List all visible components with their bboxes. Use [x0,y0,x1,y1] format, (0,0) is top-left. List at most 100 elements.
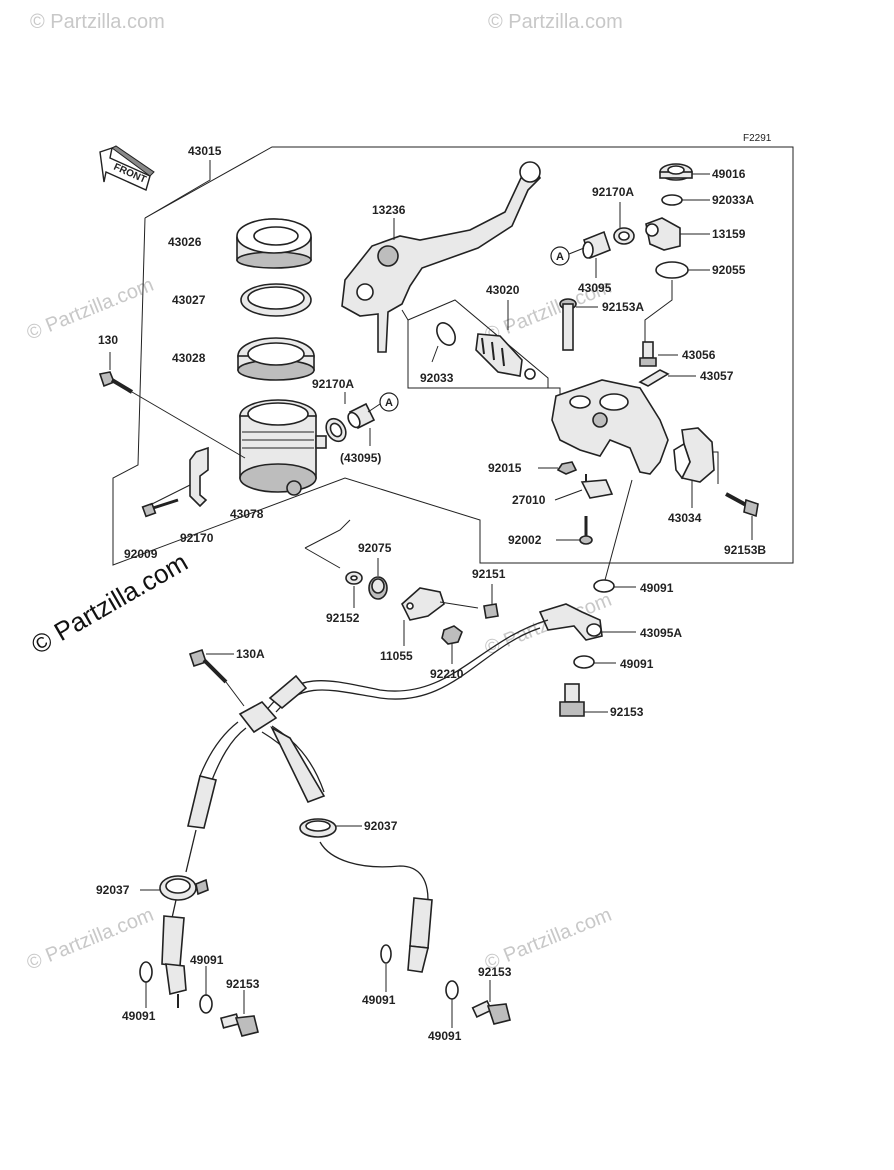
hose-clamp-92170A-right [613,227,635,245]
leader-92033 [431,345,439,363]
label-43026: 43026 [168,235,202,249]
cap-49016 [659,163,693,181]
leader-130A-to-joint [225,681,245,707]
nut-92210 [441,625,463,645]
diaphragm-plate-43027 [240,283,312,317]
watermark-bottom-right: © Partzilla.com [482,904,615,975]
bracket-11055 [401,587,445,621]
leader-92009-line [149,484,191,506]
bolt-92153A [559,298,577,351]
callout-A-right-text: A [556,251,564,263]
watermark-top-right: © Partzilla.com [488,11,623,33]
label-43027: 43027 [172,293,206,307]
label-92055: 92055 [712,263,746,277]
banjo-fitting-43095A [538,603,603,641]
label-92037-a: 92037 [96,883,130,897]
label-92033: 92033 [420,371,454,385]
hose-joint [238,674,308,734]
leader-92151-line [439,601,479,609]
screw-92002 [579,516,593,545]
reservoir-cap-43026 [236,218,312,269]
callout-A-left: A [379,392,399,412]
label-130A: 130A [236,647,265,661]
label-92170: 92170 [180,531,214,545]
brake-lever-13236 [341,161,541,353]
reservoir-tank-43078 [239,399,327,496]
callout-A-right: A [550,246,570,266]
label-11055: 11055 [380,649,413,663]
label-92015: 92015 [488,461,522,475]
leader-callout-A-right [568,247,585,255]
label-43095A: 43095A [640,626,682,640]
label-92153-c: 92153 [226,977,260,991]
label-92170A-right: 92170A [592,185,634,199]
snap-ring-92033 [436,322,456,346]
leader-27010 [554,489,583,501]
label-92075: 92075 [358,541,392,555]
clamp-43034 [673,427,715,483]
label-43020: 43020 [486,283,520,297]
label-92009: 92009 [124,547,158,561]
hose-43095-right [582,230,611,260]
leader-49091-body [604,479,633,581]
label-43028: 43028 [172,351,206,365]
label-27010: 27010 [512,493,546,507]
label-92153-b: 92153 [478,965,512,979]
left-hose-branch [211,727,247,781]
label-49091-b: 49091 [620,657,654,671]
label-49091-a: 49091 [640,581,674,595]
washer-49091-mid [573,655,595,669]
hose-clamp-92170A-left [325,417,347,443]
right-hose-sleeve [270,726,326,804]
label-43057: 43057 [700,369,734,383]
brake-switch-27010 [580,474,614,499]
snap-ring-92033A [661,194,683,206]
right-lower-fitting [407,897,433,973]
label-92152: 92152 [326,611,360,625]
label-43095: 43095 [578,281,612,295]
label-43078: 43078 [230,507,264,521]
left-hose-sleeve [187,775,217,829]
label-92170A-left: 92170A [312,377,354,391]
o-ring-92055 [655,261,689,279]
label-92153A: 92153A [602,300,644,314]
leader-lower-group-a [304,519,351,549]
figure-ref: F2291 [743,133,772,144]
cap-43057 [638,369,670,387]
label-13236: 13236 [372,203,406,217]
label-92153B: 92153B [724,543,766,557]
label-92151: 92151 [472,567,506,581]
bracket-92170 [189,446,209,508]
bolt-130A [188,648,228,684]
part-labels: 43015 43026 43027 43028 130 92170A (4309… [96,144,766,1043]
washer-49091-c [380,944,392,964]
leader-43034-bolt [712,451,719,484]
label-49091-f: 49091 [190,953,224,967]
washer-92152 [345,571,363,585]
hose-43095-left [347,402,376,430]
washer-49091-e [139,961,153,983]
bleeder-43056 [639,341,657,367]
fitting-13159 [645,217,681,251]
label-49091-c: 49091 [362,993,396,1007]
piston-43020 [475,333,536,380]
washer-49091-body [593,579,615,593]
label-43034: 43034 [668,511,702,525]
label-49091-d: 49091 [428,1029,462,1043]
grommet-92075 [368,576,388,600]
banjo-bolt-92153-right [471,1000,511,1025]
leader-130-to-tank [131,391,246,459]
label-49016: 49016 [712,167,746,181]
leader-43015 [144,160,211,219]
washer-49091-d [445,980,459,1000]
banjo-bolt-92153-top [559,683,585,717]
front-arrow-icon: FRONT [99,145,155,191]
label-130: 130 [98,333,118,347]
watermark-bottom-left: © Partzilla.com [24,904,157,975]
callout-A-left-text: A [385,397,393,409]
label-43056: 43056 [682,348,716,362]
washer-49091-f [199,994,213,1014]
assembly-outline [112,146,794,566]
label-43095-paren: (43095) [340,451,381,465]
